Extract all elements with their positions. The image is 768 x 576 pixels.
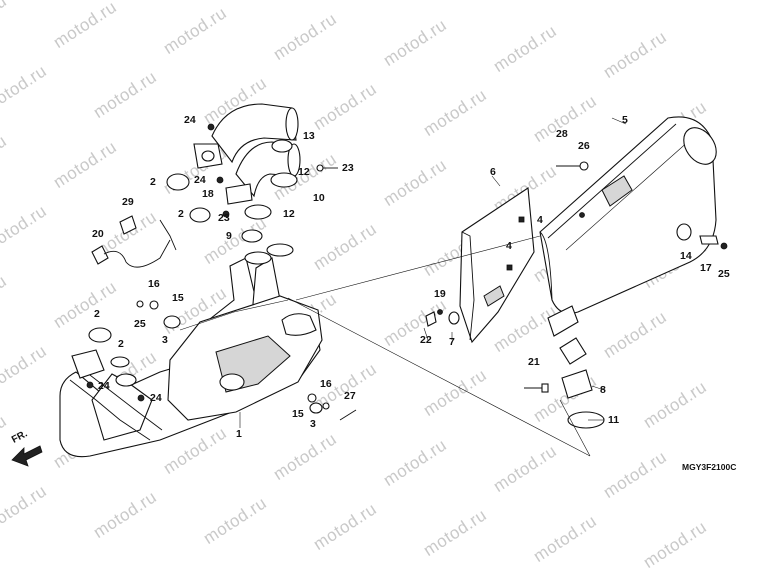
leader-lines <box>239 117 627 457</box>
callout-20: 20 <box>92 228 104 240</box>
front-arrow-icon <box>11 445 43 467</box>
callout-6: 6 <box>490 166 496 178</box>
callout-23: 23 <box>218 212 230 224</box>
callout-13: 13 <box>303 130 315 142</box>
callout-7: 7 <box>449 336 455 348</box>
callout-10: 10 <box>313 192 325 204</box>
callout-26: 26 <box>578 140 590 152</box>
callout-25: 25 <box>134 318 146 330</box>
o2-sensor-part <box>91 215 177 268</box>
callout-22: 22 <box>420 334 432 346</box>
callout-4: 4 <box>506 240 512 252</box>
callout-2: 2 <box>118 338 124 350</box>
callout-15: 15 <box>172 292 184 304</box>
callout-9: 9 <box>226 230 232 242</box>
callout-2: 2 <box>150 176 156 188</box>
callout-12: 12 <box>298 166 310 178</box>
callout-17: 17 <box>700 262 712 274</box>
callout-24: 24 <box>184 114 196 126</box>
callout-2: 2 <box>178 208 184 220</box>
exhaust-pipe-assembly <box>59 243 323 458</box>
callout-24: 24 <box>194 174 206 186</box>
callout-29: 29 <box>122 196 134 208</box>
callout-1: 1 <box>236 428 242 440</box>
callout-19: 19 <box>434 288 446 300</box>
diagram-code: MGY3F2100C <box>682 462 737 472</box>
joint-parts <box>524 337 605 429</box>
callout-3: 3 <box>310 418 316 430</box>
callout-21: 21 <box>528 356 540 368</box>
callout-18: 18 <box>202 188 214 200</box>
callout-2: 2 <box>94 308 100 320</box>
heat-shield-part <box>459 187 535 344</box>
callout-12: 12 <box>283 208 295 220</box>
muffler-part <box>539 116 717 337</box>
callout-23: 23 <box>342 162 354 174</box>
callout-16: 16 <box>320 378 332 390</box>
small-parts <box>71 123 728 421</box>
callout-11: 11 <box>608 414 620 426</box>
callout-16: 16 <box>148 278 160 290</box>
callout-8: 8 <box>600 384 606 396</box>
callout-5: 5 <box>622 114 628 126</box>
callout-4: 4 <box>537 214 543 226</box>
callout-3: 3 <box>162 334 168 346</box>
callout-14: 14 <box>680 250 692 262</box>
upper-pipe-part <box>211 103 301 198</box>
callout-25: 25 <box>718 268 730 280</box>
callout-24: 24 <box>98 380 110 392</box>
callout-28: 28 <box>556 128 568 140</box>
callout-24: 24 <box>150 392 162 404</box>
callout-15: 15 <box>292 408 304 420</box>
callout-27: 27 <box>344 390 356 402</box>
